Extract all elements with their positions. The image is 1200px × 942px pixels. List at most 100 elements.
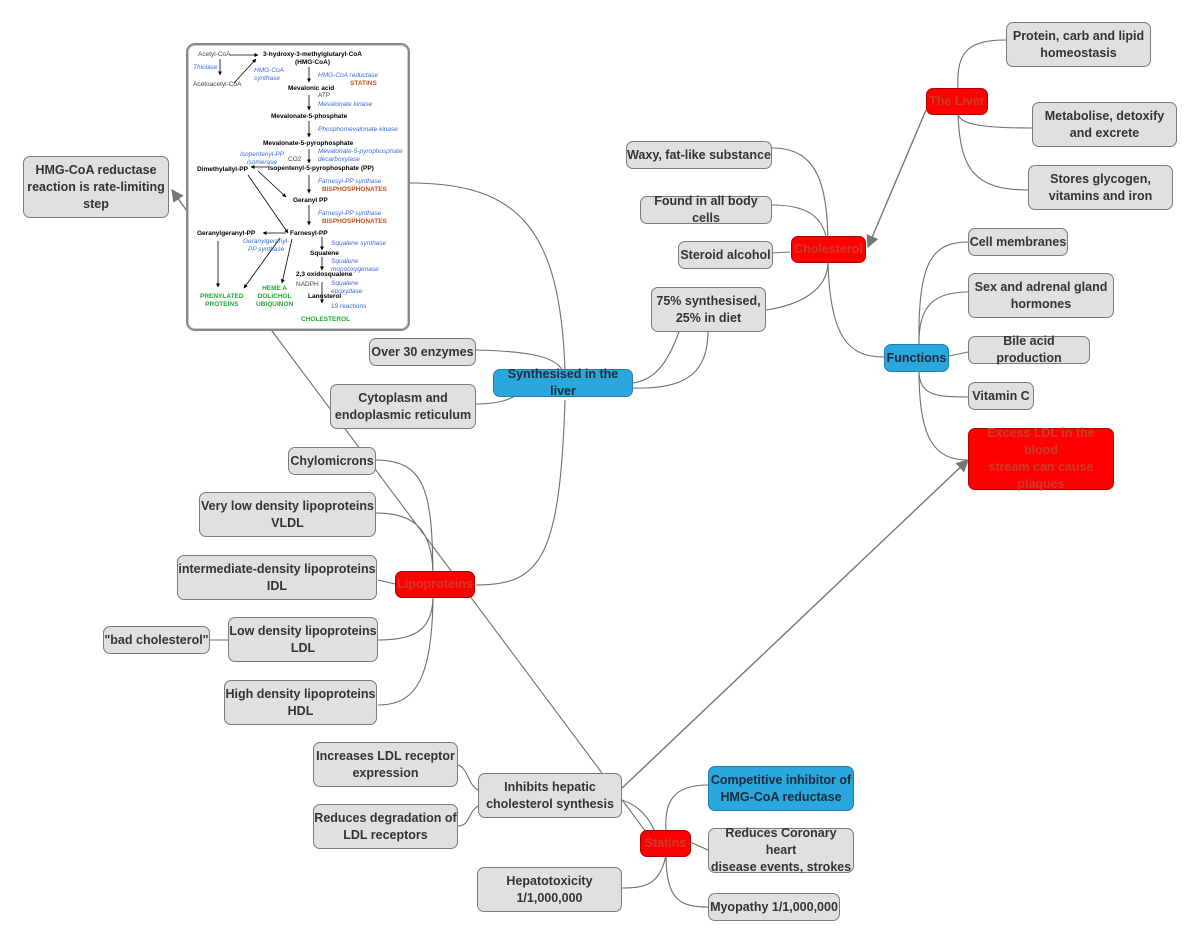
- node-chylomicrons[interactable]: Chylomicrons: [288, 447, 376, 475]
- edge-inhibits-reduces: [457, 805, 479, 827]
- node-hmg-rate-limiting[interactable]: HMG-CoA reductase reaction is rate-limit…: [23, 156, 169, 218]
- edge-statins-competitive: [665, 784, 709, 831]
- node-cell-membranes[interactable]: Cell membranes: [968, 228, 1068, 256]
- pw-gg-synthase: Geranylgeranyl- PP synthase: [243, 238, 290, 253]
- edge-liver-metabolise: [957, 113, 1033, 129]
- node-functions[interactable]: Functions: [884, 344, 949, 372]
- edge-functions-excess: [918, 371, 969, 461]
- node-idl[interactable]: intermediate-density lipoproteins IDL: [177, 555, 377, 600]
- node-lipoproteins[interactable]: Lipoproteins: [395, 571, 475, 598]
- pw-acetoacetyl: Acetoacetyl-CoA: [193, 81, 242, 88]
- pw-co2: CO2: [288, 156, 302, 163]
- edge-liver-protein: [957, 39, 1007, 89]
- pw-mev-kinase: Mevalonate kinase: [318, 101, 373, 108]
- pw-geranylgeranyl: Geranylgeranyl-PP: [197, 230, 256, 237]
- edge-synth-over30: [475, 349, 563, 371]
- pw-squalene-epox: Squalene epoxydase: [331, 280, 363, 295]
- edge-synth-cytoplasm: [475, 395, 516, 405]
- pw-mevalonic: Mevalonic acid: [288, 85, 335, 92]
- pw-decarboxylase: Mevalonate-5-pyrophosphate decarboxylase: [318, 148, 403, 163]
- pw-fpp-synthase-1: Farnesyl-PP synthase: [318, 178, 382, 185]
- edge-cholesterol-75: [765, 261, 829, 311]
- edge-synth-75: [631, 329, 709, 389]
- node-75-synthesised[interactable]: 75% synthesised, 25% in diet: [651, 287, 766, 332]
- edge-lipo-hdl: [377, 597, 434, 706]
- pw-mev5pp: Mevalonate-5-pyrophosphate: [263, 140, 354, 147]
- pw-nadph: NADPH: [296, 281, 319, 288]
- node-excess-ldl[interactable]: Excess LDL in the blood stream can cause…: [968, 426, 1114, 491]
- node-vitamin-c[interactable]: Vitamin C: [968, 382, 1034, 410]
- edge-liver-stores: [957, 113, 1029, 191]
- edge-synth-lipo: [475, 399, 566, 586]
- node-statins[interactable]: Statins: [640, 830, 691, 857]
- pw-mev5p: Mevalonate-5-phosphate: [271, 113, 348, 120]
- pw-prenylated: PRENYLATED PROTEINS: [200, 293, 244, 308]
- edge-functions-vitc: [918, 371, 969, 398]
- node-waxy[interactable]: Waxy, fat-like substance: [626, 141, 772, 169]
- edge-statins-inhibits: [620, 799, 656, 833]
- node-synthesised-liver[interactable]: Synthesised in the liver: [493, 367, 633, 398]
- pw-cholesterol: CHOLESTEROL: [301, 316, 351, 323]
- node-over-30-enzymes[interactable]: Over 30 enzymes: [369, 338, 476, 366]
- pw-bisphos-2: BISPHOSPHONATES: [322, 218, 387, 225]
- pw-isopentenyl: Isopentenyl-5-pyrophosphate (PP): [268, 165, 374, 172]
- node-bad-cholesterol[interactable]: "bad cholesterol": [103, 626, 210, 654]
- node-myopathy[interactable]: Myopathy 1/1,000,000: [708, 893, 840, 921]
- node-cholesterol[interactable]: Cholesterol: [791, 236, 866, 263]
- pw-atp: ATP: [318, 92, 331, 99]
- edge-cholesterol-steroid: [769, 251, 791, 254]
- arrow-cholesterol-liver: [866, 109, 927, 249]
- pw-statins: STATINS: [350, 80, 377, 87]
- pw-farnesyl: Farnesyl-PP: [290, 230, 328, 237]
- pw-bisphos-1: BISPHOSPHONATES: [322, 186, 387, 193]
- edge-lipo-idl: [377, 579, 396, 585]
- pw-fpp-synthase-2: Farnesyl-PP synthase: [318, 210, 382, 217]
- pw-hmg-coa: 3-hydroxy-3-methylglutaryl-CoA (HMG-CoA): [263, 51, 362, 66]
- pw-heme: HEME A DOLICHOL UBIQUINON: [256, 285, 294, 308]
- node-metabolise[interactable]: Metabolise, detoxify and excrete: [1032, 102, 1177, 147]
- node-stores-glycogen[interactable]: Stores glycogen, vitamins and iron: [1028, 165, 1173, 210]
- node-found-all-cells[interactable]: Found in all body cells: [640, 194, 772, 225]
- node-steroid-alcohol[interactable]: Steroid alcohol: [678, 241, 773, 269]
- pw-acetyl-coa: Acetyl-CoA: [198, 51, 231, 58]
- edge-statins-chd: [689, 841, 709, 851]
- node-sex-adrenal[interactable]: Sex and adrenal gland hormones: [968, 273, 1114, 318]
- pw-squalene: Squalene: [310, 250, 339, 257]
- edge-cholesterol-functions: [827, 261, 885, 358]
- node-reduces-degradation[interactable]: Reduces degradation of LDL receptors: [313, 804, 458, 849]
- node-cytoplasm[interactable]: Cytoplasm and endoplasmic reticulum: [330, 384, 476, 429]
- node-bile-acid[interactable]: Bile acid production: [968, 334, 1090, 365]
- node-vldl[interactable]: Very low density lipoproteins VLDL: [199, 492, 376, 537]
- node-reduces-chd[interactable]: Reduces Coronary heart disease events, s…: [708, 826, 854, 874]
- node-hdl[interactable]: High density lipoproteins HDL: [224, 680, 377, 725]
- edge-functions-cell: [918, 241, 969, 346]
- pw-geranyl: Geranyl PP: [293, 197, 328, 204]
- edge-lipo-ldl: [377, 597, 434, 641]
- edge-statins-hepato: [621, 854, 667, 889]
- pw-squalene-mono: Squalene monooxygenase: [331, 258, 379, 273]
- pw-lanosterol: Lanosterol: [308, 293, 342, 300]
- arrow-statins-excess: [619, 459, 969, 791]
- edge-inhibits-increases: [457, 764, 479, 791]
- edge-lipo-chylo: [374, 459, 434, 574]
- mevalonate-pathway-image: Acetyl-CoA Thiolase Acetoacetyl-CoA HMG-…: [186, 43, 410, 331]
- pw-hmg-synthase: HMG-CoA synthase: [254, 67, 284, 82]
- node-ldl[interactable]: Low density lipoproteins LDL: [228, 617, 378, 662]
- node-the-liver[interactable]: The Liver: [926, 88, 988, 115]
- node-hepatotoxicity[interactable]: Hepatotoxicity 1/1,000,000: [477, 867, 622, 912]
- edge-functions-sex: [918, 291, 969, 346]
- edge-statins-myopathy: [665, 854, 709, 908]
- edge-functions-bile: [948, 351, 969, 357]
- node-increases-ldl-receptor[interactable]: Increases LDL receptor expression: [313, 742, 458, 787]
- edge-cholesterol-waxy: [771, 147, 829, 250]
- pw-19-reactions: 19 reactions: [331, 303, 367, 310]
- node-competitive-inhibitor[interactable]: Competitive inhibitor of HMG-CoA reducta…: [708, 766, 854, 811]
- edge-lipo-vldl: [375, 512, 434, 574]
- edge-synth-pathway: [409, 182, 566, 371]
- node-inhibits-hepatic[interactable]: Inhibits hepatic cholesterol synthesis: [478, 773, 622, 818]
- pw-phosphomev: Phosphomevalonate kinase: [318, 126, 398, 133]
- pw-thiolase: Thiolase: [193, 64, 218, 71]
- node-protein-homeostasis[interactable]: Protein, carb and lipid homeostasis: [1006, 22, 1151, 67]
- pw-squalene-synthase: Squalene synthase: [331, 240, 387, 247]
